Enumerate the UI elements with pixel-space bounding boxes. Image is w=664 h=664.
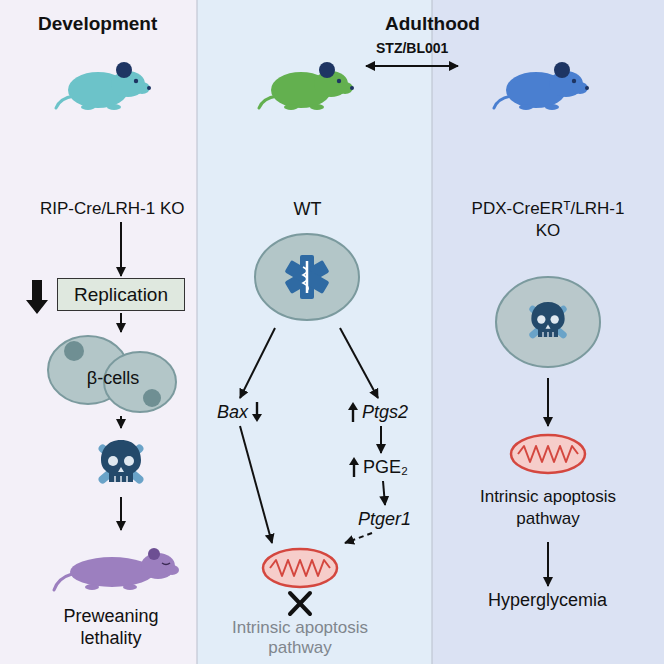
wt-cell-illustration: [284, 260, 329, 294]
panel-backgrounds: [197, 0, 432, 664]
arrow-head: [349, 457, 359, 465]
pup-illustration: [54, 574, 72, 590]
wt-cell-illustration: [255, 234, 359, 320]
arrow-connector: [380, 426, 382, 453]
mouse-icons: [56, 62, 589, 110]
text-node: Bax: [214, 400, 266, 424]
pup-illustration: [85, 584, 99, 590]
arrow-connector: [120, 416, 122, 428]
ko-cell-illustration: [496, 277, 600, 367]
arrow-shaft: [353, 464, 355, 477]
wt-cell-illustration: [284, 255, 329, 299]
ko-cell-illustration: [528, 302, 568, 340]
text-node: Ptger1: [355, 507, 414, 531]
blocked-x-mark: [290, 593, 310, 614]
mitochondrion-icon: [263, 549, 337, 587]
illustrated-region: β-cells: [48, 334, 178, 414]
illustrated-region: PDX-CreERᵀ/LRH-1 KO: [463, 196, 633, 376]
wt-cell-illustration: [255, 234, 359, 320]
pup-illustration: [123, 584, 137, 590]
treatment-label: STZ/BL001: [376, 40, 448, 57]
arrow-connector: [240, 426, 272, 543]
mitochondrion-icon: [511, 435, 585, 473]
mouse-icons: [494, 62, 589, 110]
pup-illustration: [148, 548, 160, 560]
increase-arrow: [347, 401, 359, 423]
panel-backgrounds: [197, 0, 198, 664]
beta-cells-illustration: [64, 341, 84, 361]
pup-illustration: [70, 557, 154, 587]
death-skull-icon: [97, 440, 145, 485]
arrow-connector: [547, 542, 549, 586]
illustrated-region: Intrinsic apoptosis pathway: [215, 545, 385, 662]
dashed-arrow: [345, 533, 372, 543]
wt-cell-illustration: [284, 260, 329, 294]
panel-backgrounds: [432, 0, 664, 664]
arrow-connector: [120, 222, 122, 276]
panel-backgrounds: [0, 0, 197, 664]
wt-cell-illustration: [303, 267, 308, 291]
arrow-connector: [340, 328, 378, 398]
ko-cell-illustration: [496, 277, 600, 367]
treatment-double-arrow: [366, 65, 458, 67]
panel-backgrounds: [432, 0, 433, 664]
arrow-head: [252, 414, 262, 422]
increase-arrow: [348, 456, 360, 478]
skull-to-pup-arrow: [120, 497, 122, 530]
arrow-connector: [547, 378, 549, 426]
arrow-shaft: [256, 402, 258, 415]
pup-illustration: [162, 563, 170, 565]
text-node: RIP-Cre/LRH-1 KO: [37, 198, 188, 220]
arrow-connector: [383, 481, 385, 505]
panel-heading: Development: [38, 13, 157, 36]
decrease-arrow: [26, 280, 48, 314]
arrow-shaft: [352, 409, 354, 422]
arrow-connector: [240, 328, 275, 398]
process-box: Replication: [57, 278, 185, 311]
mouse-icons: [56, 62, 151, 110]
arrow-connector: [120, 313, 122, 332]
text-node: Hyperglycemia: [485, 588, 610, 612]
illustrated-region: WT: [250, 196, 365, 326]
pup-illustration: [54, 548, 179, 590]
beta-cells-illustration: [143, 389, 161, 407]
illustrated-region: Intrinsic apoptosis pathway: [463, 428, 633, 540]
blocked-x-mark: [290, 593, 310, 614]
arrow-head: [348, 402, 358, 410]
illustrated-region: Preweaning lethality: [36, 430, 186, 658]
text-node: Ptgs2: [344, 400, 411, 424]
mouse-icons: [259, 62, 354, 110]
decrease-arrow: [251, 401, 263, 423]
pup-illustration: [165, 565, 179, 575]
blocked-x-mark: [290, 593, 310, 614]
text-node: PGE₂: [345, 455, 411, 479]
panel-heading: Adulthood: [385, 13, 480, 36]
